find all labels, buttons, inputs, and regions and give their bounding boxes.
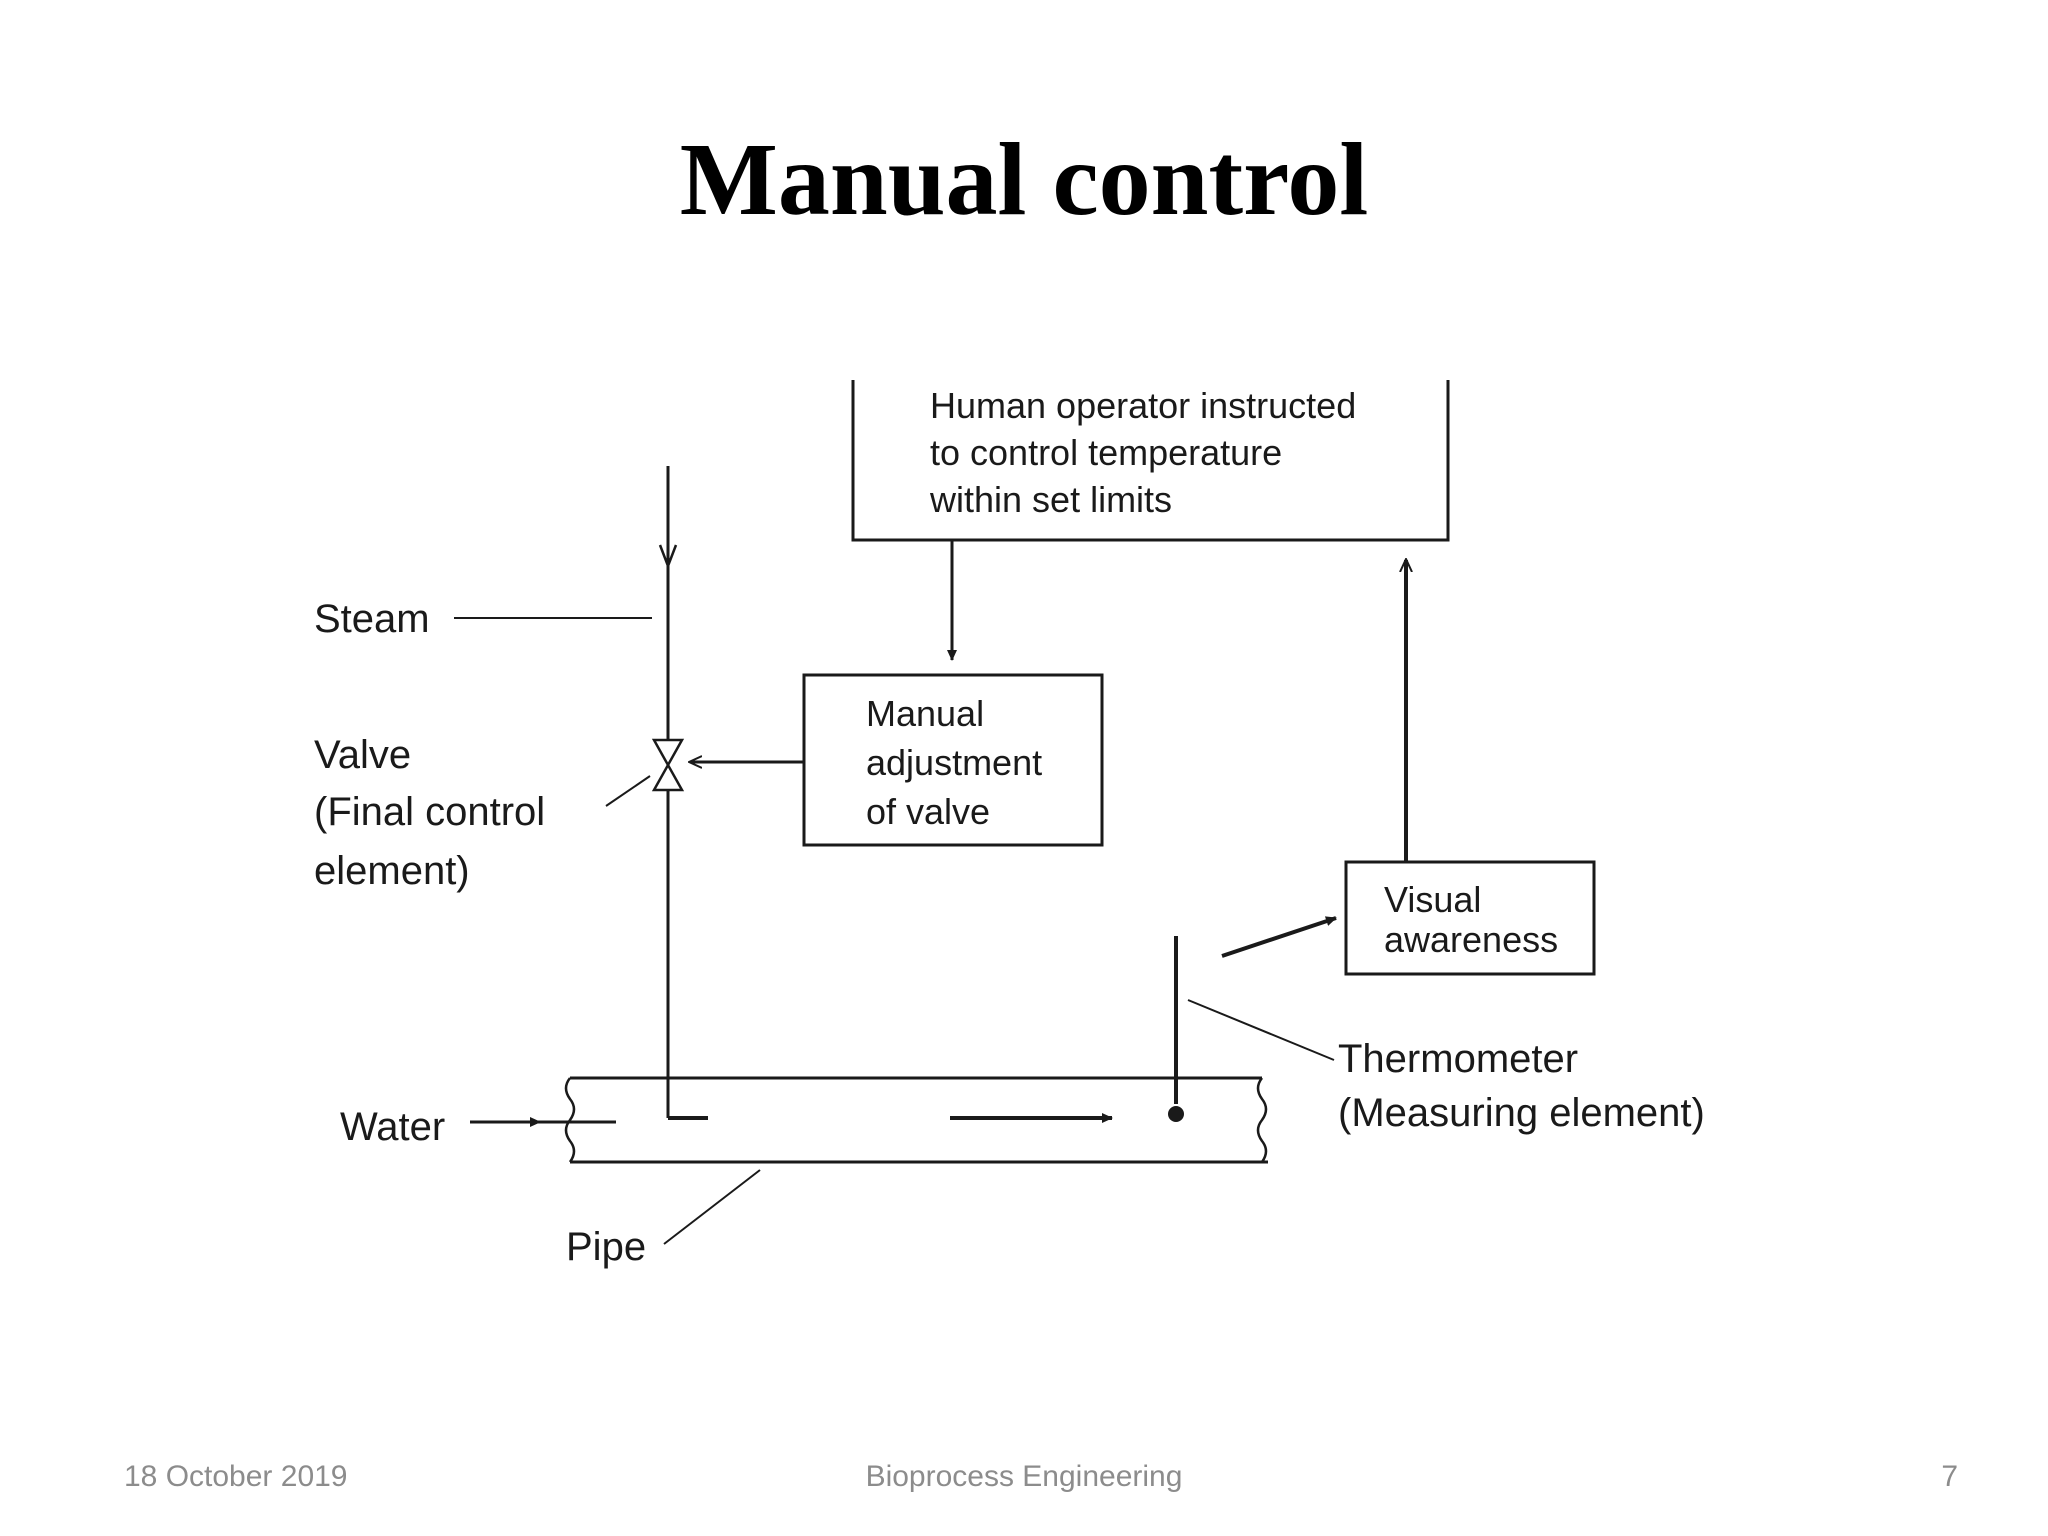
thermometer-label-line-2: (Measuring element) [1338, 1091, 1705, 1135]
visual-box-line-1: Visual [1384, 879, 1481, 920]
manual-box-line-1: Manual [866, 693, 984, 734]
footer-course: Bioprocess Engineering [865, 1460, 1183, 1493]
thermometer-icon [1168, 936, 1184, 1122]
operator-box-line-2: to control temperature [930, 432, 1282, 473]
footer-date: 18 October 2019 [124, 1460, 348, 1493]
thermometer-label-line-1: Thermometer [1338, 1037, 1578, 1081]
water-pipe [564, 1076, 1268, 1164]
steam-label: Steam [314, 597, 430, 641]
manual-box-line-3: of valve [866, 791, 990, 832]
operator-box-line-3: within set limits [929, 479, 1172, 520]
valve-label-line-1: Valve [314, 733, 411, 777]
steam-flow-arrow-icon [658, 544, 678, 570]
footer-page-number: 7 [1941, 1460, 1958, 1493]
visual-awareness-box: Visual awareness [1344, 860, 1596, 976]
pipe-leader-line [663, 1169, 761, 1245]
manual-box-line-2: adjustment [866, 742, 1042, 783]
thermometer-to-visual-arrow [1221, 916, 1337, 958]
operator-box: Human operator instructed to control tem… [851, 380, 1450, 542]
valve-icon [651, 738, 685, 792]
valve-label-line-3: element) [314, 849, 470, 893]
valve-label-line-2: (Final control [314, 790, 545, 834]
slide-title: Manual control [679, 122, 1369, 237]
thermometer-leader-line [1187, 999, 1335, 1061]
pipe-label: Pipe [566, 1225, 646, 1269]
manual-adjustment-box: Manual adjustment of valve [802, 673, 1104, 847]
water-label: Water [340, 1105, 445, 1149]
operator-box-line-1: Human operator instructed [930, 385, 1356, 426]
valve-leader-line [605, 775, 651, 807]
visual-box-line-2: awareness [1384, 919, 1558, 960]
